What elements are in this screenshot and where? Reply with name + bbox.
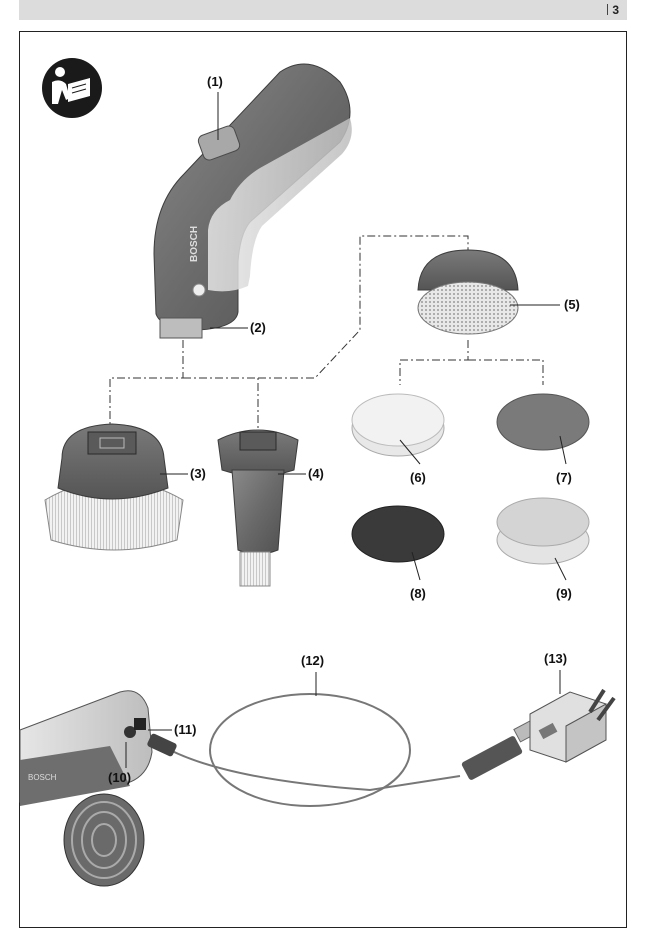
label-2: (2) <box>250 320 266 335</box>
round-brush-attachment <box>45 424 183 550</box>
label-6: (6) <box>410 470 426 485</box>
read-manual-icon <box>42 58 102 118</box>
label-11: (11) <box>174 722 196 737</box>
brand-logo-text: BOSCH <box>189 226 200 262</box>
usb-cable <box>146 694 538 806</box>
label-13: (13) <box>544 651 567 666</box>
pad-white-thick <box>497 498 589 564</box>
pad-light-fine <box>352 394 444 456</box>
label-5: (5) <box>564 297 580 312</box>
pad-holder-attachment <box>418 250 518 334</box>
pad-dark-medium <box>497 394 589 450</box>
cleaning-brush-device: BOSCH <box>154 64 352 338</box>
label-1: (1) <box>207 74 223 89</box>
label-10: (10) <box>108 770 131 785</box>
label-12: (12) <box>301 653 324 668</box>
label-8: (8) <box>410 586 426 601</box>
label-9: (9) <box>556 586 572 601</box>
label-7: (7) <box>556 470 572 485</box>
brand-logo-text-small: BOSCH <box>28 773 57 782</box>
power-adapter <box>530 690 614 762</box>
detail-brush-attachment <box>218 430 298 586</box>
pad-black-coarse <box>352 506 444 562</box>
label-4: (4) <box>308 466 324 481</box>
usb-c-port <box>134 718 146 730</box>
label-3: (3) <box>190 466 206 481</box>
device-charging-closeup: BOSCH <box>20 691 152 886</box>
